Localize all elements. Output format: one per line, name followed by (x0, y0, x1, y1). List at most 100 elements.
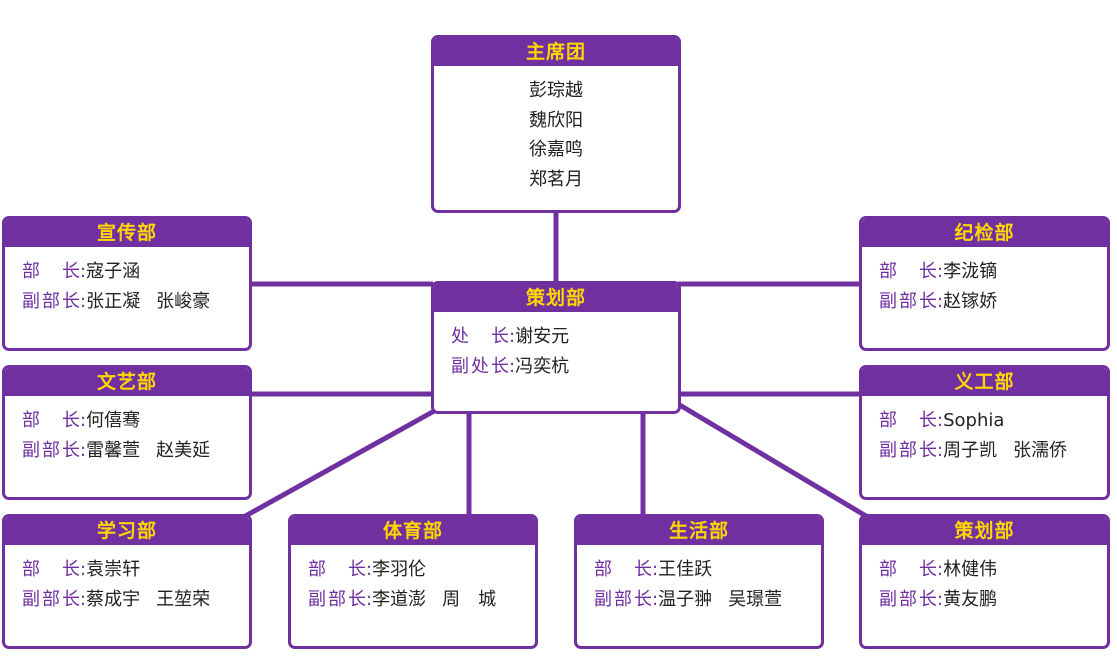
node-publicity: 宣传部部长:寇子涵副部长:张正凝张峻豪 (2, 216, 252, 351)
node-discipline: 纪检部部长:李泷镝副部长:赵镓娇 (859, 216, 1110, 351)
node-title: 生活部 (577, 517, 821, 545)
deputy-name: 赵镓娇 (943, 291, 998, 312)
node-title: 体育部 (291, 517, 535, 545)
deputy-row: 副部长:赵镓娇 (879, 287, 1107, 317)
deputy-label: 副部长 (22, 440, 80, 461)
head-row: 部长:王佳跃 (594, 555, 821, 585)
head-name: 林健伟 (943, 559, 998, 580)
head-name: 袁崇轩 (86, 559, 141, 580)
deputy-name: 蔡成宇 (86, 589, 141, 610)
deputy-name: 赵美延 (156, 440, 211, 461)
deputy-name: 王堃荣 (156, 589, 211, 610)
line-planning-study (238, 407, 438, 522)
deputy-row: 副部长:温子翀吴璟萱 (594, 585, 821, 615)
head-label: 部长 (22, 559, 80, 580)
head-label: 部长 (879, 559, 937, 580)
head-row: 部长:李羽伦 (308, 555, 535, 585)
deputy-label: 副部长 (879, 589, 937, 610)
head-row: 部长:林健伟 (879, 555, 1107, 585)
separator: : (937, 261, 944, 282)
deputy-label: 副处长 (451, 356, 509, 377)
separator: : (937, 291, 944, 312)
head-row: 部长:寇子涵 (22, 257, 249, 287)
head-label: 部长 (308, 559, 366, 580)
deputy-label: 副部长 (308, 589, 366, 610)
head-label: 部长 (22, 261, 80, 282)
separator: : (937, 410, 944, 431)
separator: : (652, 559, 659, 580)
node-title: 主席团 (434, 38, 678, 66)
head-row: 部长:Sophia (879, 406, 1107, 436)
deputy-name: 吴璟萱 (728, 589, 783, 610)
deputy-name: 周子凯 (943, 440, 998, 461)
deputy-label: 副部长 (22, 589, 80, 610)
separator: : (80, 410, 87, 431)
separator: : (80, 291, 87, 312)
deputy-label: 副部长 (22, 291, 80, 312)
presidium-member: 徐嘉鸣 (529, 139, 583, 160)
deputy-row: 副部长:周子凯张濡侨 (879, 436, 1107, 466)
separator: : (937, 589, 944, 610)
presidium-member: 郑茗月 (529, 168, 583, 190)
separator: : (937, 559, 944, 580)
head-label: 部长 (879, 410, 937, 431)
deputy-row: 副部长:蔡成宇王堃荣 (22, 585, 249, 615)
node-presidium: 主席团 彭琮越 魏欣阳 徐嘉鸣 郑茗月 (431, 35, 681, 213)
separator: : (937, 440, 944, 461)
node-title: 文艺部 (5, 368, 249, 396)
deputy-label: 副部长 (879, 291, 937, 312)
node-arts: 文艺部部长:何僖骞副部长:雷馨萱赵美延 (2, 365, 252, 500)
deputy-name: 张濡侨 (1013, 440, 1068, 461)
head-row: 部长:李泷镝 (879, 257, 1107, 287)
deputy-name: 张正凝 (86, 291, 141, 312)
deputy-label: 副部长 (879, 440, 937, 461)
separator: : (366, 559, 373, 580)
presidium-member: 彭琮越 (529, 80, 583, 101)
node-title: 义工部 (862, 368, 1107, 396)
head-label: 部长 (594, 559, 652, 580)
deputy-row: 副部长:李道澎周 城 (308, 585, 535, 615)
head-name: Sophia (943, 410, 1005, 431)
deputy-label: 副部长 (594, 589, 652, 610)
node-sports: 体育部部长:李羽伦副部长:李道澎周 城 (288, 514, 538, 649)
node-planning-center: 策划部 处长:谢安元 副处长:冯奕杭 (431, 281, 681, 414)
separator: : (80, 440, 87, 461)
separator: : (80, 261, 87, 282)
separator: : (80, 559, 87, 580)
deputy-row: 副部长:雷馨萱赵美延 (22, 436, 249, 466)
separator: : (80, 589, 87, 610)
deputy-name: 李道澎 (372, 589, 427, 610)
deputy-name: 温子翀 (658, 589, 713, 610)
node-title: 学习部 (5, 517, 249, 545)
head-row: 部长:何僖骞 (22, 406, 249, 436)
head-name: 寇子涵 (86, 261, 141, 282)
node-title: 策划部 (862, 517, 1107, 545)
separator: : (509, 326, 516, 347)
presidium-member: 魏欣阳 (529, 109, 583, 131)
node-title: 策划部 (434, 284, 678, 312)
deputy-row: 副部长:张正凝张峻豪 (22, 287, 249, 317)
head-name: 谢安元 (515, 326, 570, 347)
deputy-name: 雷馨萱 (86, 440, 141, 461)
deputy-name: 黄友鹏 (943, 589, 998, 610)
head-label: 部长 (22, 410, 80, 431)
node-study: 学习部部长:袁崇轩副部长:蔡成宇王堃荣 (2, 514, 252, 649)
head-label: 处长 (451, 326, 509, 347)
head-name: 李泷镝 (943, 261, 998, 282)
head-name: 李羽伦 (372, 559, 427, 580)
separator: : (509, 356, 516, 377)
head-name: 王佳跃 (658, 559, 713, 580)
deputy-name: 张峻豪 (156, 291, 211, 312)
separator: : (366, 589, 373, 610)
head-name: 何僖骞 (86, 410, 141, 431)
deputy-row: 副部长:黄友鹏 (879, 585, 1107, 615)
node-planning: 策划部部长:林健伟副部长:黄友鹏 (859, 514, 1110, 649)
head-row: 部长:袁崇轩 (22, 555, 249, 585)
deputy-name: 周 城 (442, 589, 497, 610)
node-title: 纪检部 (862, 219, 1107, 247)
line-planning-planning (676, 401, 873, 522)
separator: : (652, 589, 659, 610)
deputy-row: 副处长:冯奕杭 (451, 352, 678, 382)
head-row: 处长:谢安元 (451, 322, 678, 352)
